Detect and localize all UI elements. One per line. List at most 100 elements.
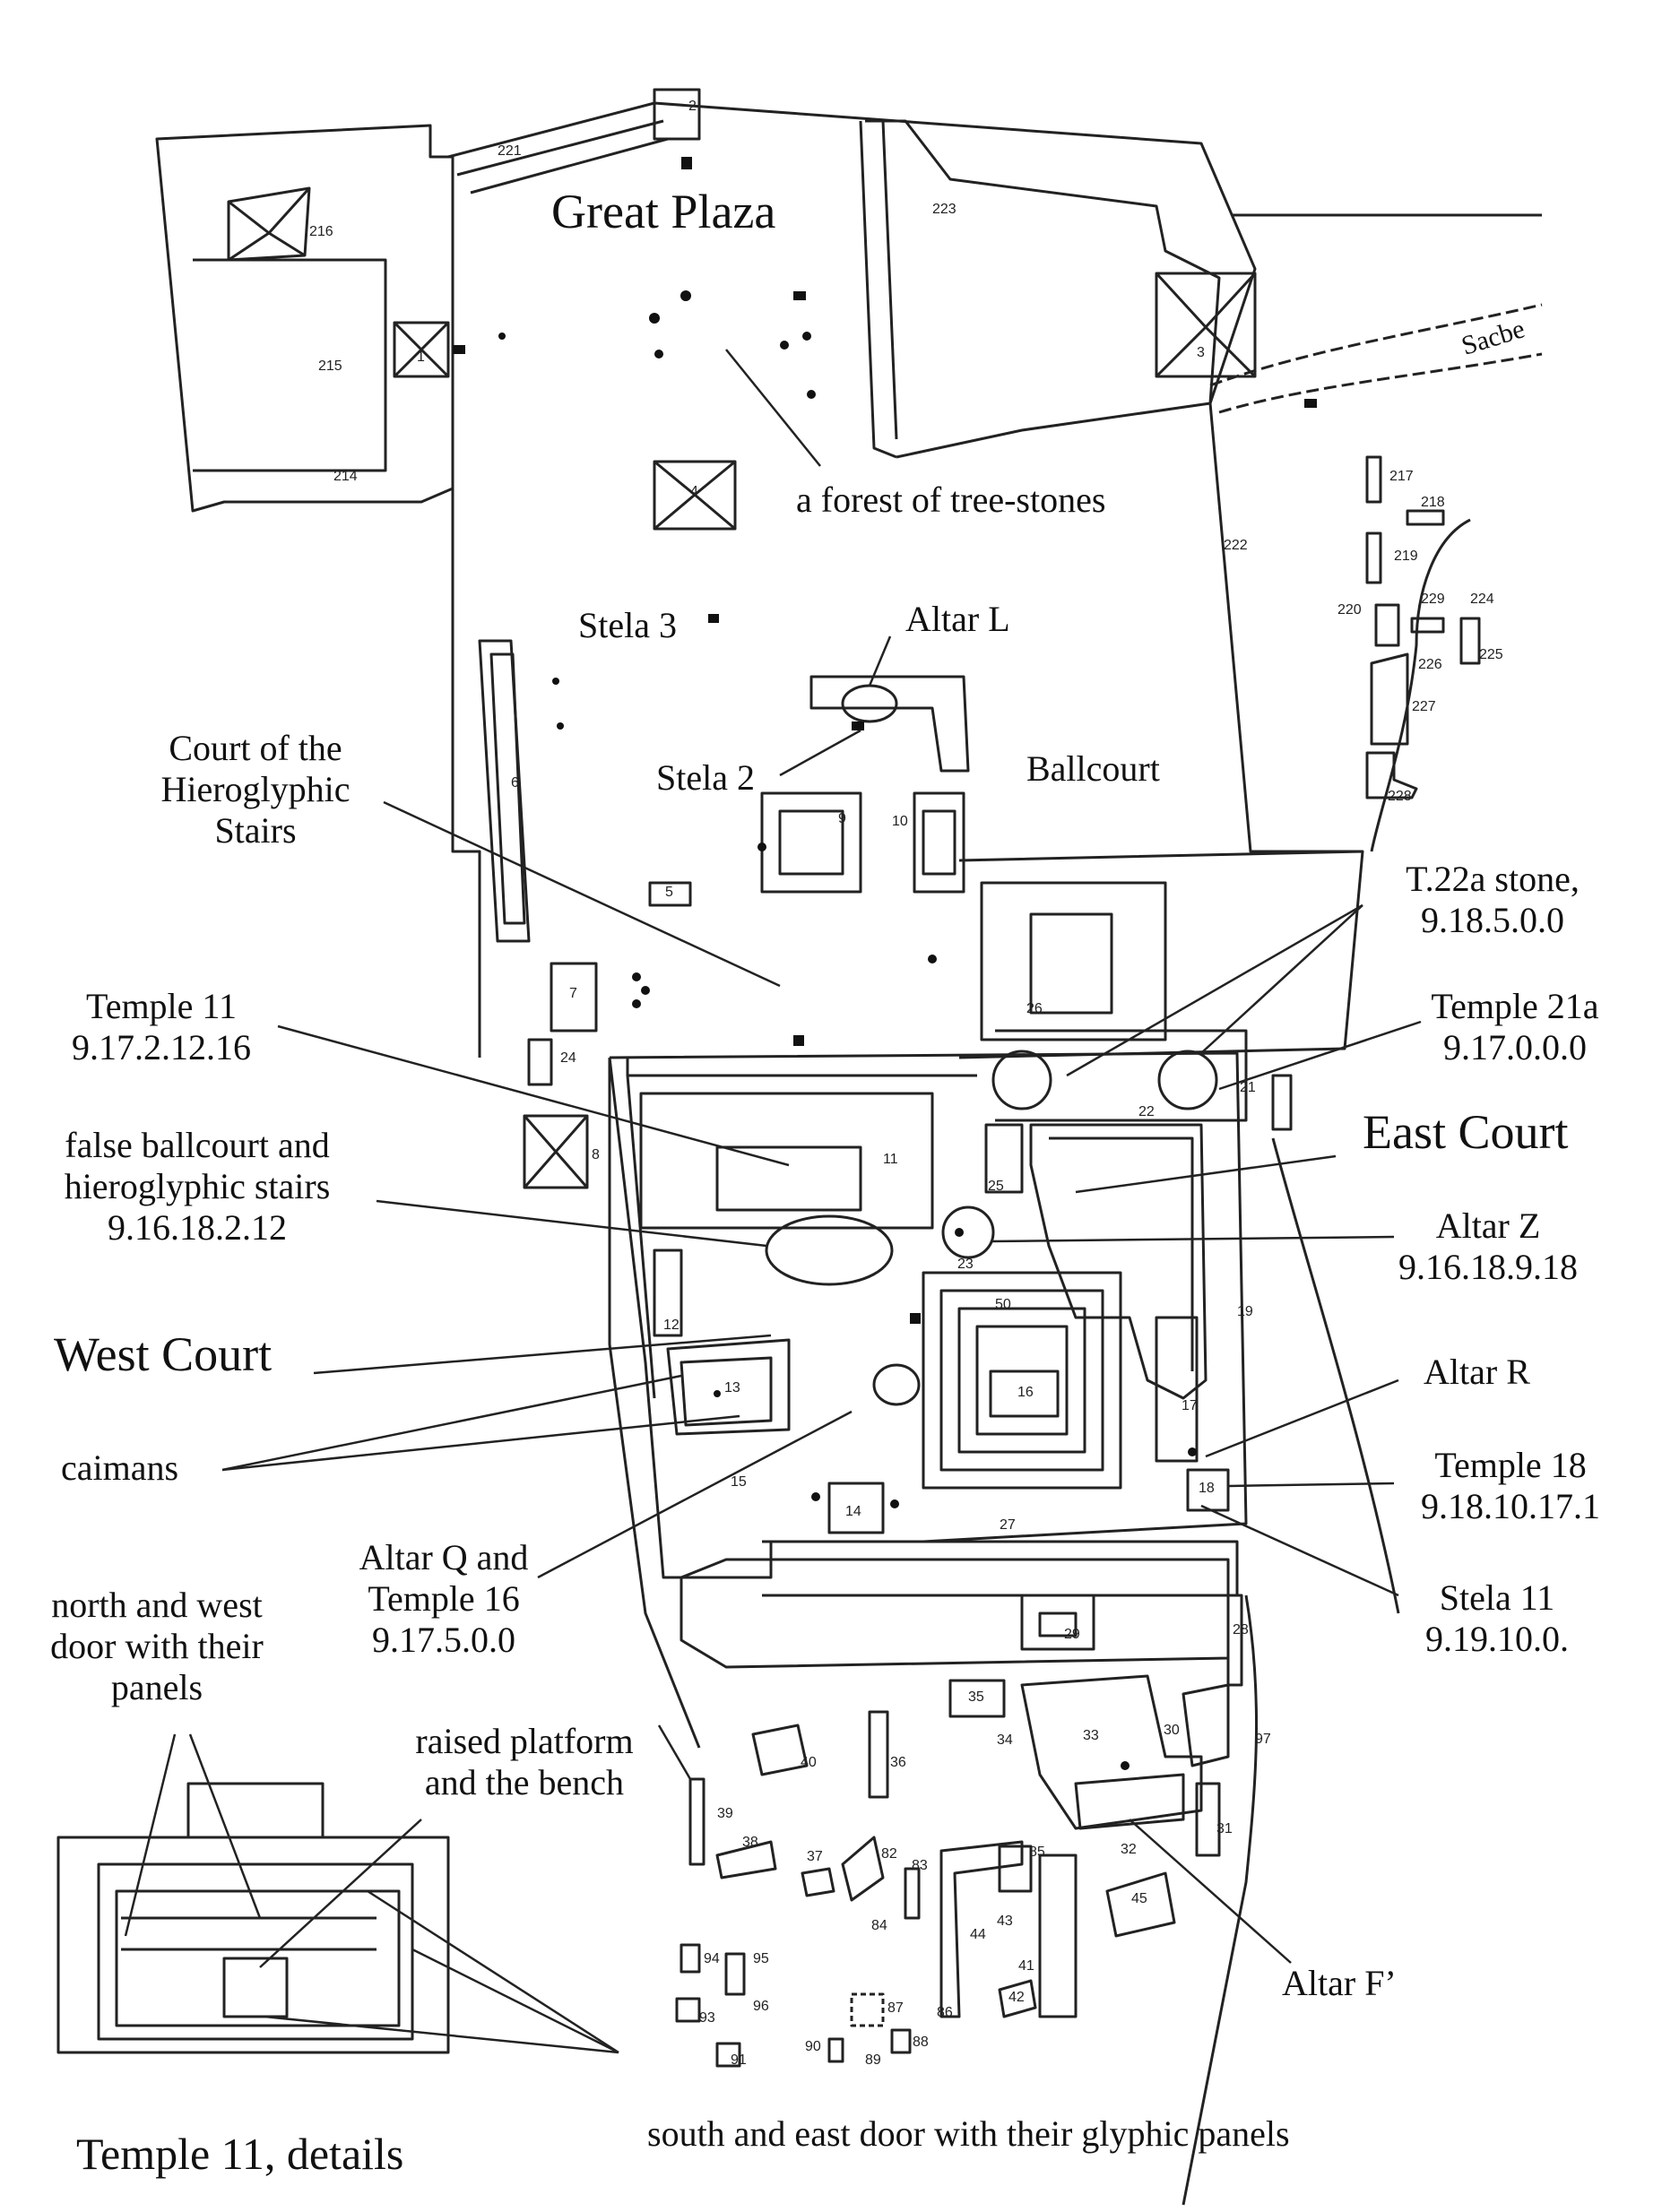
structure-number: 30 bbox=[1164, 1723, 1180, 1738]
structure-number: 87 bbox=[887, 2000, 904, 2016]
label-forest-of-tree-stones: a forest of tree-stones bbox=[796, 480, 1106, 520]
structure-number: 1 bbox=[417, 350, 425, 365]
label-line: Temple 21a bbox=[1431, 986, 1599, 1026]
structure-number: 5 bbox=[665, 885, 673, 900]
structure-number: 85 bbox=[1029, 1845, 1045, 1860]
label-line: Temple 11 bbox=[86, 986, 237, 1026]
structure-number: 6 bbox=[511, 775, 519, 791]
label-line: Temple 16 bbox=[368, 1578, 520, 1619]
label-line: Stela 11 bbox=[1439, 1577, 1555, 1618]
label-line: 9.18.10.17.1 bbox=[1421, 1486, 1600, 1526]
label-south-east-door: south and east door with their glyphic p… bbox=[647, 2113, 1290, 2154]
structure-number: 17 bbox=[1182, 1398, 1198, 1413]
label-false-ballcourt: false ballcourt and hieroglyphic stairs … bbox=[27, 1125, 368, 1249]
structure-number: 32 bbox=[1121, 1842, 1137, 1857]
label-line: Court of the bbox=[169, 728, 342, 768]
structure-number: 36 bbox=[890, 1755, 906, 1770]
structure-number: 227 bbox=[1412, 699, 1436, 714]
label-line: Temple 18 bbox=[1434, 1445, 1587, 1485]
label-ballcourt: Ballcourt bbox=[1026, 748, 1160, 789]
structure-number: 34 bbox=[997, 1732, 1013, 1748]
label-line: 9.16.18.2.12 bbox=[108, 1207, 287, 1248]
structure-number: 45 bbox=[1131, 1891, 1147, 1906]
label-line: Altar Q and bbox=[359, 1537, 529, 1577]
structure-number: 3 bbox=[1197, 345, 1205, 360]
label-line: raised platform bbox=[415, 1721, 634, 1761]
structure-number: 33 bbox=[1083, 1728, 1099, 1743]
label-altar-q-temple-16: Altar Q and Temple 16 9.17.5.0.0 bbox=[332, 1537, 556, 1661]
structure-number: 225 bbox=[1479, 647, 1503, 662]
label-line: Altar Z bbox=[1435, 1205, 1541, 1246]
structure-number: 2 bbox=[688, 99, 697, 114]
structure-number: 89 bbox=[865, 2052, 881, 2068]
label-temple-11: Temple 11 9.17.2.12.16 bbox=[45, 986, 278, 1068]
structure-number: 31 bbox=[1216, 1821, 1233, 1836]
label-stela-3: Stela 3 bbox=[578, 605, 677, 645]
structure-number: 11 bbox=[883, 1152, 898, 1167]
structure-number: 218 bbox=[1421, 495, 1445, 510]
label-caimans: caimans bbox=[61, 1447, 179, 1488]
structure-number: 28 bbox=[1233, 1622, 1249, 1637]
label-line: north and west bbox=[51, 1585, 263, 1625]
structure-number: 223 bbox=[932, 202, 957, 217]
label-line: and the bench bbox=[424, 1762, 625, 1802]
structure-number: 39 bbox=[717, 1806, 733, 1821]
structure-number: 41 bbox=[1018, 1958, 1034, 1974]
structure-number: 229 bbox=[1421, 592, 1445, 607]
label-north-west-door: north and west door with their panels bbox=[22, 1585, 291, 1708]
structure-number: 50 bbox=[995, 1297, 1011, 1312]
label-altar-z: Altar Z 9.16.18.9.18 bbox=[1381, 1205, 1596, 1288]
label-west-court: West Court bbox=[54, 1327, 273, 1381]
structure-number: 24 bbox=[560, 1050, 576, 1066]
structure-number: 22 bbox=[1138, 1104, 1155, 1119]
structure-number: 42 bbox=[1008, 1990, 1025, 2005]
label-line: Stairs bbox=[214, 810, 297, 851]
label-line: 9.17.0.0.0 bbox=[1443, 1027, 1587, 1067]
structure-number: 214 bbox=[333, 469, 358, 484]
structure-number: 12 bbox=[663, 1318, 680, 1333]
label-t22a-stone: T.22a stone, 9.18.5.0.0 bbox=[1381, 859, 1605, 941]
label-raised-platform: raised platform and the bench bbox=[385, 1721, 663, 1803]
label-line: door with their bbox=[50, 1626, 264, 1666]
structure-number: 26 bbox=[1026, 1001, 1043, 1016]
structure-number: 82 bbox=[881, 1846, 897, 1862]
structure-number: 7 bbox=[569, 986, 577, 1001]
structure-number: 10 bbox=[892, 814, 908, 829]
structure-number: 221 bbox=[498, 143, 522, 159]
label-temple-21a: Temple 21a 9.17.0.0.0 bbox=[1403, 986, 1627, 1068]
structure-number: 16 bbox=[1017, 1385, 1034, 1400]
structure-number: 13 bbox=[724, 1380, 740, 1395]
structure-number: 27 bbox=[1000, 1517, 1016, 1533]
structure-number: 96 bbox=[753, 1999, 769, 2014]
label-altar-l: Altar L bbox=[905, 599, 1010, 639]
structure-number: 23 bbox=[957, 1257, 974, 1272]
label-altar-f: Altar F’ bbox=[1282, 1963, 1397, 2003]
structure-number: 226 bbox=[1418, 657, 1442, 672]
label-line: 9.16.18.9.18 bbox=[1398, 1247, 1578, 1287]
structure-number: 215 bbox=[318, 359, 342, 374]
label-stela-11: Stela 11 9.19.10.0. bbox=[1394, 1577, 1600, 1660]
structure-number: 217 bbox=[1389, 469, 1414, 484]
label-line: T.22a stone, bbox=[1406, 859, 1580, 899]
structure-number: 19 bbox=[1237, 1304, 1253, 1319]
structure-number: 18 bbox=[1199, 1481, 1215, 1496]
structure-number: 15 bbox=[731, 1474, 747, 1490]
label-temple-11-details: Temple 11, details bbox=[76, 2129, 404, 2179]
label-line: 9.17.2.12.16 bbox=[72, 1027, 251, 1067]
structure-number: 37 bbox=[807, 1849, 823, 1864]
structure-number: 91 bbox=[731, 2052, 747, 2068]
label-line: 9.19.10.0. bbox=[1425, 1619, 1569, 1659]
structure-number: 86 bbox=[937, 2005, 953, 2020]
structure-number: 97 bbox=[1255, 1732, 1271, 1747]
structure-number: 35 bbox=[968, 1689, 984, 1705]
label-line: false ballcourt and bbox=[65, 1125, 330, 1165]
structure-number: 4 bbox=[690, 484, 698, 499]
structure-number: 219 bbox=[1394, 549, 1418, 564]
label-stela-2: Stela 2 bbox=[656, 757, 755, 798]
label-line: 9.17.5.0.0 bbox=[372, 1620, 515, 1660]
label-temple-18: Temple 18 9.18.10.17.1 bbox=[1394, 1445, 1627, 1527]
label-court-of-hieroglyphic-stairs: Court of the Hieroglyphic Stairs bbox=[134, 728, 377, 851]
structure-number: 95 bbox=[753, 1951, 769, 1966]
